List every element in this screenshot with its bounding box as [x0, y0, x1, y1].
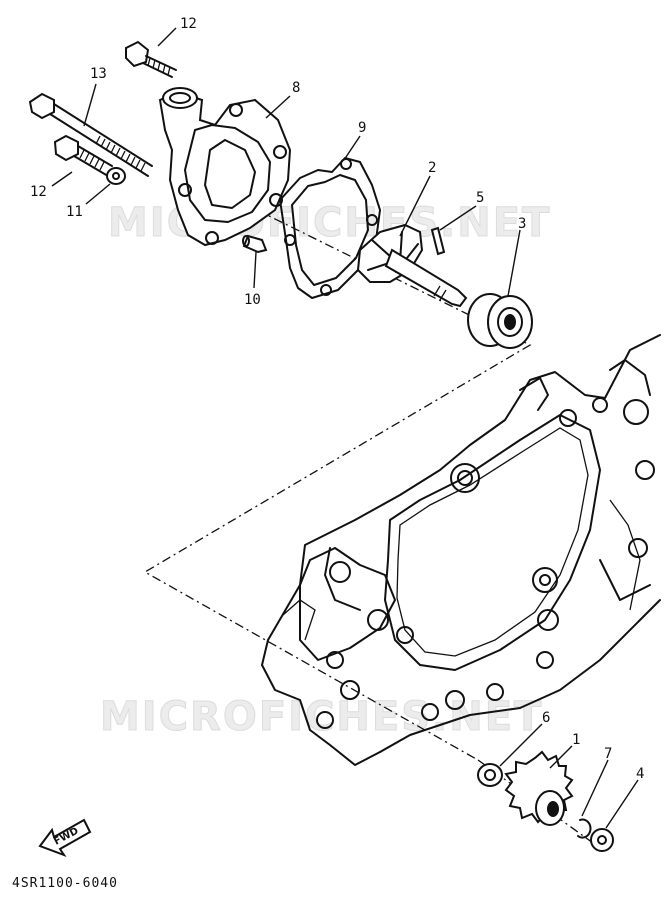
gasket-9 [279, 157, 381, 299]
watermark-bottom: MICROFICHES.NET [100, 694, 543, 740]
part-label-7: 7 [604, 746, 612, 762]
part-label-8: 8 [292, 80, 300, 96]
bearing-3 [467, 293, 533, 349]
part-label-1: 1 [572, 732, 580, 748]
bolt-13-long [28, 92, 153, 177]
washer-4 [590, 828, 614, 852]
part-label-12-top: 12 [180, 16, 197, 32]
watermark-top: MICROFICHES.NET [108, 200, 551, 246]
part-label-10: 10 [244, 292, 261, 308]
part-label-5: 5 [476, 190, 484, 206]
part-label-13: 13 [90, 66, 107, 82]
part-label-6: 6 [542, 710, 550, 726]
pump-housing-8 [158, 87, 292, 247]
document-code: 4SR1100-6040 [12, 876, 118, 891]
part-label-11: 11 [66, 204, 83, 220]
crankcase [261, 334, 661, 766]
impeller-shaft-2 [356, 223, 468, 308]
bolt-12-top [125, 40, 177, 78]
washer-11 [106, 167, 126, 185]
part-label-2: 2 [428, 160, 436, 176]
part-label-9: 9 [358, 120, 366, 136]
bolt-12-lower [53, 134, 113, 177]
fwd-arrow-icon: FWD [38, 818, 92, 858]
part-label-3: 3 [518, 216, 526, 232]
washer-6 [477, 763, 503, 787]
circlip-7 [577, 818, 592, 839]
dowel-pin-10 [242, 234, 268, 254]
pin-5 [430, 226, 446, 256]
part-label-4: 4 [636, 766, 644, 782]
assembly-centerline [143, 167, 532, 761]
gear-1 [504, 750, 574, 826]
leader-lines [51, 27, 639, 829]
part-label-12-lower: 12 [30, 184, 47, 200]
